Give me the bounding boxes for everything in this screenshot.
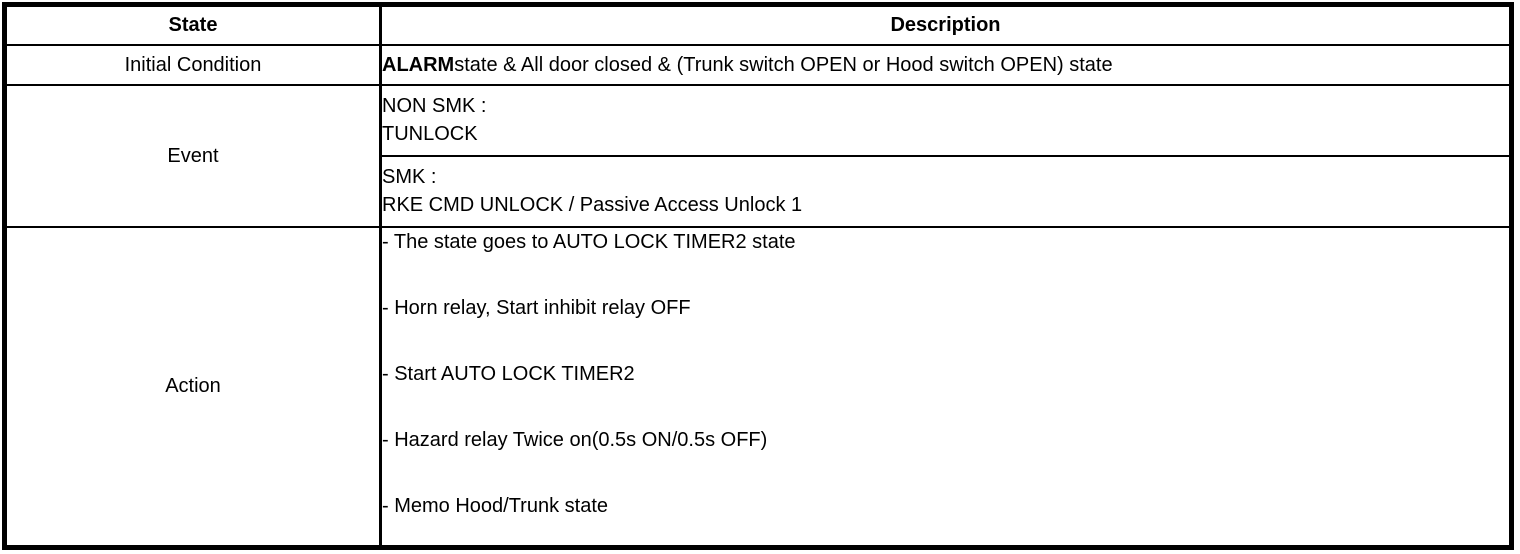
action-item: - The state goes to AUTO LOCK TIMER2 sta… xyxy=(382,230,796,253)
initial-condition-description: ALARMstate & All door closed & (Trunk sw… xyxy=(379,43,1513,86)
event-smk-line2: RKE CMD UNLOCK / Passive Access Unlock 1 xyxy=(382,194,803,216)
action-item: - Start AUTO LOCK TIMER2 xyxy=(382,362,635,385)
action-item: - Horn relay, Start inhibit relay OFF xyxy=(382,296,691,319)
action-row: Action - The state goes to AUTO LOCK TIM… xyxy=(3,225,1513,549)
action-description: - The state goes to AUTO LOCK TIMER2 sta… xyxy=(379,225,1513,549)
initial-condition-bold-part: ALARM xyxy=(382,53,455,76)
action-item: - Hazard relay Twice on(0.5s ON/0.5s OFF… xyxy=(382,428,768,451)
event-non-smk-line2: TUNLOCK xyxy=(382,123,478,145)
column-header-description: Description xyxy=(379,3,1513,46)
event-smk-description: SMK : RKE CMD UNLOCK / Passive Access Un… xyxy=(379,154,1513,228)
event-non-smk-line1: NON SMK : xyxy=(382,95,487,117)
initial-condition-rest-part: state & All door closed & (Trunk switch … xyxy=(454,53,1113,76)
initial-condition-row: Initial Condition ALARMstate & All door … xyxy=(3,43,1513,86)
event-non-smk-description: NON SMK : TUNLOCK xyxy=(379,83,1513,157)
event-smk-line1: SMK : xyxy=(382,166,437,188)
event-row-non-smk: Event NON SMK : TUNLOCK xyxy=(3,83,1513,228)
event-label: Event xyxy=(3,83,382,228)
initial-condition-text: ALARMstate & All door closed & (Trunk sw… xyxy=(382,53,1113,76)
table-header-row: State Description xyxy=(3,3,1513,46)
column-header-state: State xyxy=(3,3,382,46)
action-item: - Memo Hood/Trunk state xyxy=(382,494,609,517)
action-label: Action xyxy=(3,225,382,549)
event-row-smk: SMK : RKE CMD UNLOCK / Passive Access Un… xyxy=(5,154,1513,228)
initial-condition-label: Initial Condition xyxy=(3,43,382,86)
